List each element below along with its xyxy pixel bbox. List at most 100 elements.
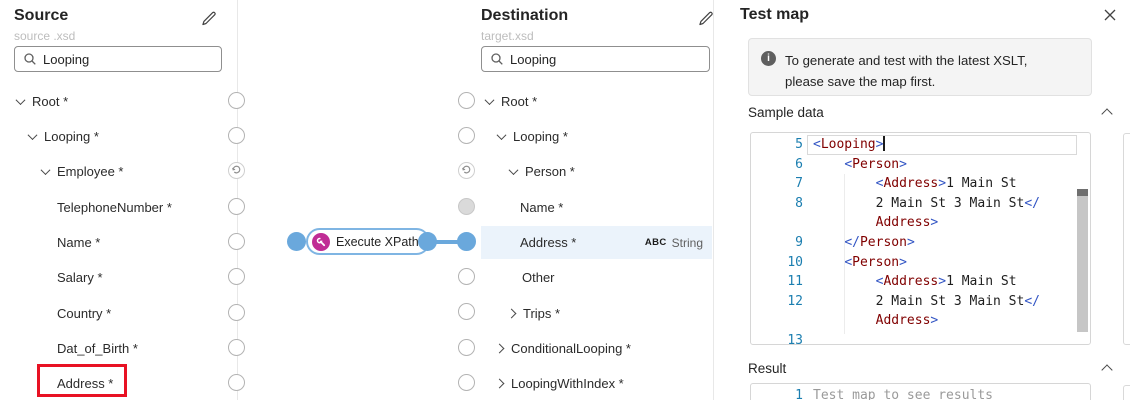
function-node-label: Execute XPath bbox=[336, 234, 419, 249]
code-line: 11 <Address>1 Main St bbox=[787, 274, 1017, 290]
edit-destination-button[interactable] bbox=[695, 9, 715, 29]
source-node-salary[interactable]: Salary * bbox=[57, 269, 103, 285]
source-connector-country[interactable] bbox=[228, 304, 245, 321]
sample-data-section-label: Sample data bbox=[748, 105, 824, 120]
source-node-dat-of-birth[interactable]: Dat_of_Birth * bbox=[57, 340, 138, 356]
loop-icon bbox=[231, 162, 242, 180]
pencil-icon bbox=[697, 10, 713, 29]
source-node-address[interactable]: Address * bbox=[57, 375, 114, 391]
close-icon bbox=[1103, 8, 1117, 25]
code-line: 10 <Person> bbox=[787, 254, 907, 270]
destination-panel: Destination target.xsd Address * ABC Str… bbox=[467, 0, 713, 400]
code-line: 6 <Person> bbox=[795, 156, 907, 172]
chevron-down-icon[interactable] bbox=[484, 94, 495, 105]
function-output-handle[interactable] bbox=[418, 232, 437, 251]
close-button[interactable] bbox=[1100, 6, 1120, 26]
chevron-down-icon[interactable] bbox=[27, 129, 38, 140]
destination-node-trips[interactable]: Trips * bbox=[506, 301, 560, 325]
code-line: 8 2 Main St 3 Main St</ bbox=[795, 195, 1040, 211]
source-connector-telephonenumber[interactable] bbox=[228, 198, 245, 215]
source-connector-root[interactable] bbox=[228, 92, 245, 109]
destination-connector-name[interactable] bbox=[458, 198, 475, 215]
destination-node-address-selected[interactable]: Address * ABC String bbox=[481, 226, 712, 259]
chevron-up-icon bbox=[1101, 364, 1113, 376]
destination-panel-title: Destination bbox=[481, 7, 569, 24]
pencil-icon bbox=[200, 10, 216, 29]
destination-connector-other[interactable] bbox=[458, 268, 475, 285]
destination-connector-root[interactable] bbox=[458, 92, 475, 109]
code-line: 7 <Address>1 Main St bbox=[795, 176, 1017, 192]
source-connector-address[interactable] bbox=[228, 374, 245, 391]
destination-search bbox=[481, 46, 710, 72]
destination-right-border bbox=[713, 0, 714, 400]
editor-scrollbar-mark bbox=[1077, 189, 1088, 196]
chevron-down-icon[interactable] bbox=[508, 164, 519, 175]
chevron-down-icon[interactable] bbox=[15, 94, 26, 105]
source-node-looping[interactable]: Looping * bbox=[27, 124, 99, 148]
text-cursor bbox=[883, 136, 885, 151]
destination-connector-conditionallooping[interactable] bbox=[458, 339, 475, 356]
info-message-text: To generate and test with the latest XSL… bbox=[785, 53, 1028, 89]
chevron-down-icon[interactable] bbox=[40, 164, 51, 175]
result-placeholder: Test map to see results bbox=[813, 388, 994, 400]
source-panel-subtitle: source .xsd bbox=[14, 29, 76, 43]
destination-node-person[interactable]: Person * bbox=[508, 159, 575, 183]
destination-panel-subtitle: target.xsd bbox=[481, 29, 534, 43]
clipped-editor-edge bbox=[1123, 133, 1130, 345]
destination-connector-address[interactable] bbox=[457, 232, 476, 251]
source-search-input[interactable] bbox=[43, 47, 219, 71]
clipped-editor-edge bbox=[1123, 385, 1130, 400]
source-connector-employee[interactable] bbox=[228, 162, 245, 179]
indent-guide bbox=[844, 174, 845, 334]
test-map-title: Test map bbox=[740, 6, 810, 23]
editor-scrollbar[interactable] bbox=[1077, 189, 1088, 332]
destination-node-conditionallooping[interactable]: ConditionalLooping * bbox=[494, 336, 631, 360]
code-line: 13 bbox=[787, 332, 803, 345]
test-map-panel: Test map i To generate and test with the… bbox=[727, 0, 1130, 400]
source-connector-dat-of-birth[interactable] bbox=[228, 339, 245, 356]
chevron-down-icon[interactable] bbox=[496, 129, 507, 140]
sample-code-lines: 5<Looping>6 <Person> 7 <Address>1 Main St… bbox=[751, 133, 1090, 344]
source-node-telephonenumber[interactable]: TelephoneNumber * bbox=[57, 199, 172, 215]
destination-connector-looping[interactable] bbox=[458, 127, 475, 144]
function-input-handle[interactable] bbox=[287, 232, 306, 251]
destination-search-input[interactable] bbox=[510, 47, 707, 71]
destination-node-root[interactable]: Root * bbox=[484, 89, 537, 113]
sample-data-editor[interactable]: 5<Looping>6 <Person> 7 <Address>1 Main St… bbox=[750, 132, 1091, 345]
destination-connector-trips[interactable] bbox=[458, 303, 475, 320]
execute-xpath-function-node[interactable]: Execute XPath bbox=[306, 228, 430, 255]
destination-node-name[interactable]: Name * bbox=[520, 199, 564, 215]
chevron-right-icon[interactable] bbox=[494, 343, 505, 353]
abc-type-icon: ABC bbox=[644, 237, 667, 248]
source-connector-name[interactable] bbox=[228, 233, 245, 250]
result-editor[interactable]: 1 Test map to see results bbox=[750, 383, 1091, 400]
chevron-right-icon[interactable] bbox=[506, 308, 517, 318]
source-node-employee[interactable]: Employee * bbox=[40, 159, 123, 183]
source-connector-looping[interactable] bbox=[228, 127, 245, 144]
loop-icon bbox=[461, 162, 472, 180]
function-icon bbox=[312, 232, 330, 251]
code-line: 5<Looping> bbox=[751, 135, 1090, 155]
chevron-right-icon[interactable] bbox=[494, 378, 505, 388]
destination-connector-loopingwithindex[interactable] bbox=[458, 374, 475, 391]
destination-node-other[interactable]: Other bbox=[522, 269, 555, 285]
source-connector-salary[interactable] bbox=[228, 268, 245, 285]
sample-data-collapse-button[interactable] bbox=[1097, 104, 1117, 124]
result-line: 1 Test map to see results bbox=[751, 386, 1090, 400]
code-line: Address> bbox=[875, 215, 939, 231]
edit-source-button[interactable] bbox=[198, 9, 218, 29]
code-line: 12 2 Main St 3 Main St</ bbox=[787, 293, 1040, 309]
destination-node-looping[interactable]: Looping * bbox=[496, 124, 568, 148]
connection-wire bbox=[428, 240, 468, 244]
destination-connector-person[interactable] bbox=[458, 162, 475, 179]
result-section-label: Result bbox=[748, 361, 787, 376]
result-collapse-button[interactable] bbox=[1097, 360, 1117, 380]
annotation-box bbox=[37, 364, 127, 397]
info-message-box: i To generate and test with the latest X… bbox=[748, 38, 1092, 96]
source-node-name[interactable]: Name * bbox=[57, 234, 101, 250]
source-node-root[interactable]: Root * bbox=[15, 89, 68, 113]
destination-node-loopingwithindex[interactable]: LoopingWithIndex * bbox=[494, 371, 624, 395]
info-icon: i bbox=[761, 51, 776, 66]
source-node-country[interactable]: Country * bbox=[57, 305, 112, 321]
